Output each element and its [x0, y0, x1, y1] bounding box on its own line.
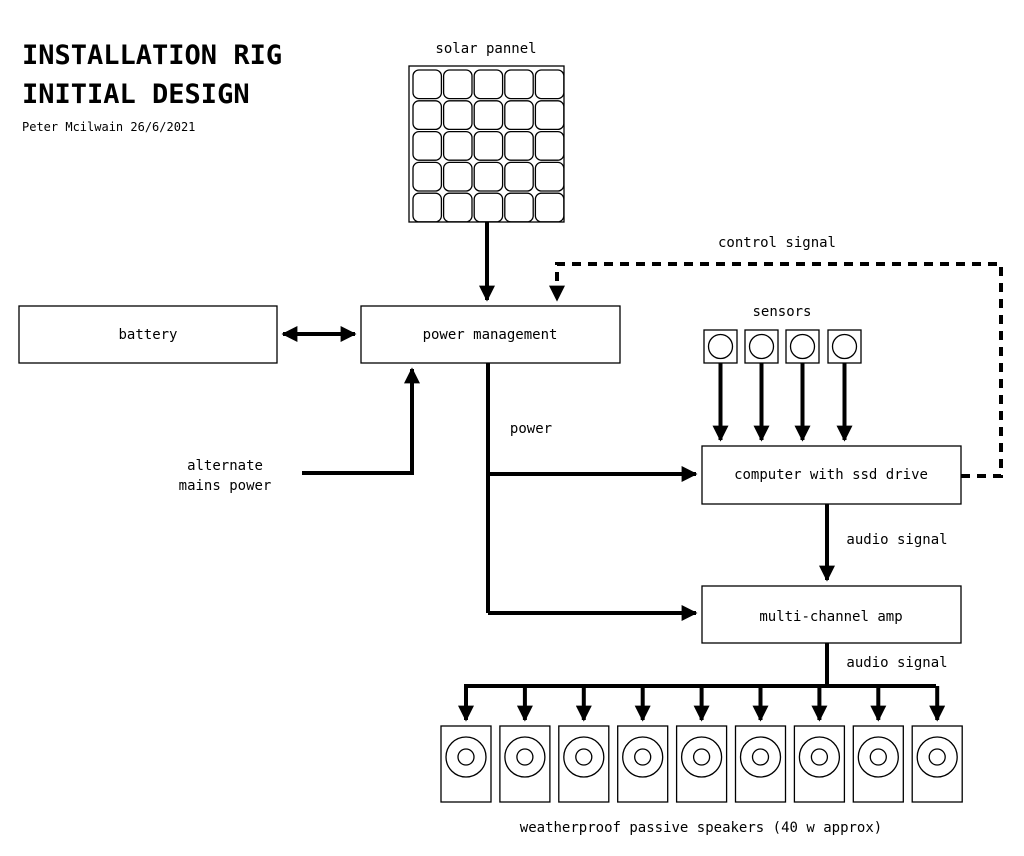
sensor — [703, 329, 738, 364]
title-line-2: INITIAL DESIGN — [22, 79, 250, 110]
solar-cell — [442, 69, 473, 100]
speaker — [911, 725, 963, 803]
power-management-label: power management — [423, 327, 558, 343]
solar-cell — [534, 192, 565, 223]
sensor — [827, 329, 862, 364]
sensor-icon — [748, 333, 775, 360]
solar-cell — [473, 100, 504, 131]
solar-cell — [504, 192, 534, 223]
solar-cell — [504, 161, 534, 192]
solar-panel — [408, 65, 565, 223]
solar-cell — [473, 69, 504, 100]
computer-label: computer with ssd drive — [734, 467, 928, 483]
speakers-label: weatherproof passive speakers (40 w appr… — [520, 820, 882, 836]
solar-cell — [504, 100, 534, 131]
solar-cell — [412, 100, 443, 131]
solar-panel-label: solar pannel — [435, 41, 536, 57]
solar-cell — [534, 69, 565, 100]
speaker — [617, 725, 669, 803]
solar-cell — [473, 192, 504, 223]
solar-cell — [442, 161, 473, 192]
sensor — [744, 329, 779, 364]
sensor-icon — [707, 333, 734, 360]
solar-cell — [534, 161, 565, 192]
solar-cell — [412, 69, 443, 100]
title-line-1: INSTALLATION RIG — [22, 40, 282, 71]
battery-node: battery — [18, 305, 278, 364]
sensor-group — [703, 329, 862, 364]
control-signal-label: control signal — [718, 235, 836, 251]
author-date: Peter Mcilwain 26/6/2021 — [22, 120, 195, 134]
sensor-icon — [831, 333, 858, 360]
speaker — [499, 725, 551, 803]
solar-cell — [412, 161, 443, 192]
amp-label: multi-channel amp — [759, 609, 902, 625]
speaker — [734, 725, 787, 803]
sensor-icon — [789, 333, 816, 360]
solar-cell — [534, 100, 565, 131]
computer-node: computer with ssd drive — [701, 445, 962, 505]
solar-cell — [534, 130, 565, 161]
speaker — [558, 725, 610, 803]
solar-cell — [504, 130, 534, 161]
amp-node: multi-channel amp — [701, 585, 962, 644]
power-label: power — [510, 421, 552, 437]
sensor — [785, 329, 820, 364]
alternate-mains-label-2: mains power — [179, 478, 272, 494]
solar-cell — [412, 130, 443, 161]
battery-label: battery — [118, 327, 177, 343]
solar-cell — [442, 130, 473, 161]
speaker-group — [440, 725, 963, 803]
solar-cell — [504, 69, 534, 100]
mains-to-power-wire — [302, 367, 420, 475]
audio-signal-label-1: audio signal — [846, 532, 947, 548]
solar-cell — [473, 130, 504, 161]
speaker — [440, 725, 492, 803]
speaker — [793, 725, 846, 803]
audio-signal-label-2: audio signal — [846, 655, 947, 671]
solar-cell — [442, 192, 473, 223]
solar-cell — [473, 161, 504, 192]
sensors-label: sensors — [752, 304, 811, 320]
alternate-mains-label-1: alternate — [187, 458, 263, 474]
speaker — [852, 725, 904, 803]
speaker — [675, 725, 728, 803]
control-signal-wire — [549, 262, 1003, 478]
power-management-node: power management — [360, 305, 621, 364]
solar-cell — [412, 192, 443, 223]
solar-cell — [442, 100, 473, 131]
